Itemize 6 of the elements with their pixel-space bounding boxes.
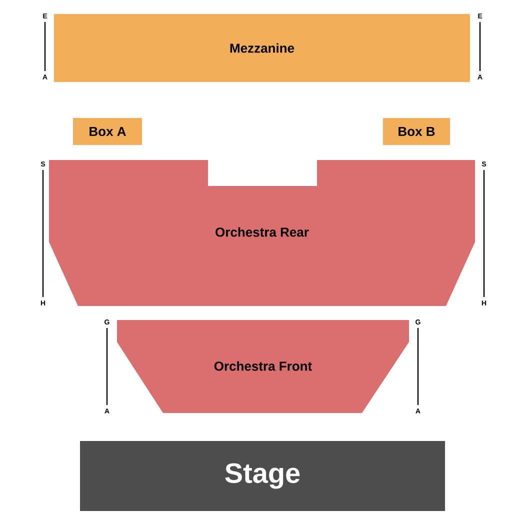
seating-section: Orchestra Front [117, 320, 409, 413]
stage: Stage [80, 441, 445, 511]
seating-section: Box A [73, 118, 142, 145]
seating-section: Mezzanine [54, 14, 470, 82]
seating-section: Box B [383, 118, 450, 145]
seating-section: Orchestra Rear [49, 160, 475, 306]
